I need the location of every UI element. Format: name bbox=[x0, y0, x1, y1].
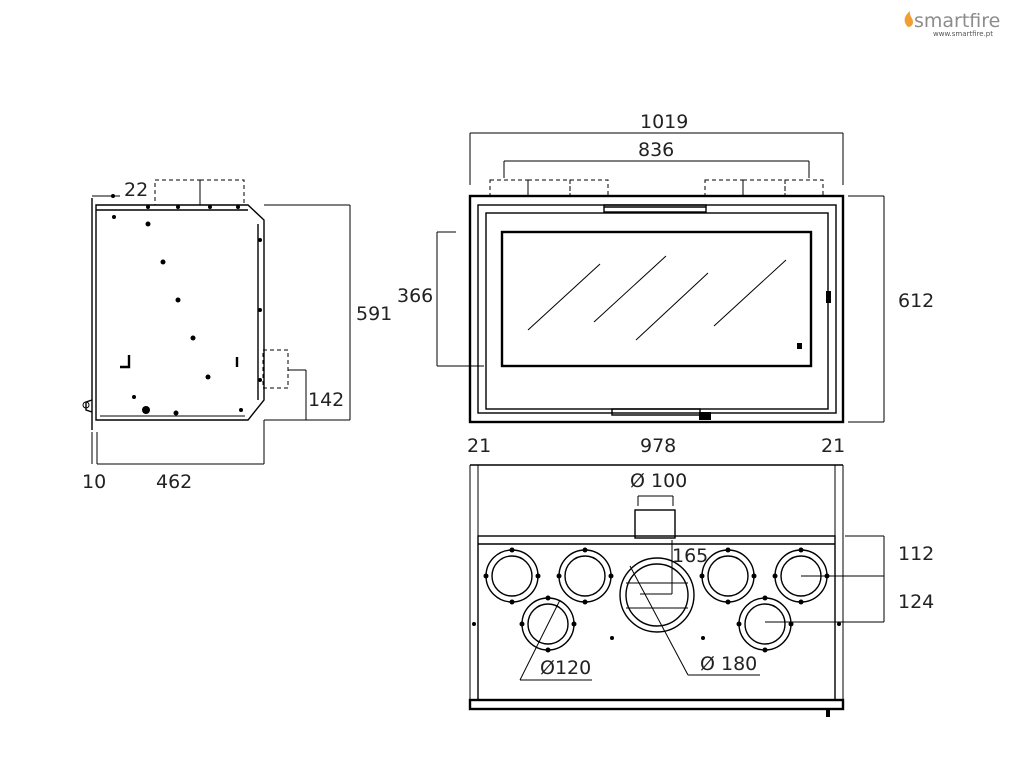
dim-front-outlet-span: 836 bbox=[638, 139, 674, 161]
small-outlets bbox=[472, 547, 841, 653]
front-collar-6 bbox=[784, 179, 824, 197]
top-body bbox=[477, 535, 836, 701]
side-body-outline bbox=[91, 198, 265, 430]
dim-top-outlet: Ø 100 bbox=[630, 470, 687, 492]
dim-top-small-outlet: Ø120 bbox=[540, 657, 591, 679]
main-flue-outlet bbox=[619, 557, 695, 633]
leader-180 bbox=[629, 565, 689, 676]
side-bracket-hole bbox=[82, 401, 90, 409]
front-collar-1 bbox=[489, 179, 529, 197]
dim-side-outlet-height: 142 bbox=[308, 389, 344, 411]
dim-front-left-margin: 21 bbox=[467, 435, 491, 457]
top-center-outlet bbox=[634, 509, 676, 539]
dim-top-depth-1: 112 bbox=[898, 543, 934, 565]
front-top-handle bbox=[603, 204, 707, 213]
dim-top-offset: 165 bbox=[672, 545, 708, 567]
top-view: Ø 100 165 Ø120 Ø 180 bbox=[468, 464, 934, 717]
side-outlet-collar-right bbox=[199, 179, 245, 206]
glass-reflection-4 bbox=[713, 259, 787, 327]
dim-front-right-margin: 21 bbox=[821, 435, 845, 457]
side-view: 22 591 142 10 462 bbox=[82, 179, 392, 493]
logo-brand-text: smartfire bbox=[914, 10, 1000, 32]
front-inner-frame bbox=[477, 204, 837, 414]
glass-reflection-2 bbox=[593, 255, 667, 323]
dim-top-depth-2: 124 bbox=[898, 591, 934, 613]
glass-reflection-1 bbox=[527, 263, 601, 331]
dim-front-overall-width: 1019 bbox=[640, 111, 688, 133]
main-flue-damper bbox=[626, 582, 688, 609]
side-bolts bbox=[111, 194, 262, 416]
front-view: 1019 836 366 612 21 978 21 bbox=[397, 111, 934, 457]
dim-side-depth: 462 bbox=[156, 471, 192, 493]
main-flue-inner bbox=[625, 563, 689, 627]
top-latch bbox=[826, 709, 830, 717]
front-collar-2 bbox=[527, 179, 571, 197]
smartfire-logo: smartfire www.smartfire.pt bbox=[904, 10, 1000, 38]
small-outlet-6 bbox=[736, 595, 794, 653]
front-air-control bbox=[699, 412, 711, 420]
dim-front-glass-height: 366 bbox=[397, 285, 433, 307]
flame-icon bbox=[904, 11, 913, 27]
small-outlet-2 bbox=[556, 547, 614, 605]
front-door-latch bbox=[826, 291, 831, 303]
dim-front-height: 612 bbox=[898, 290, 934, 312]
leader-120 bbox=[519, 599, 561, 681]
side-rear-outlet bbox=[262, 349, 289, 389]
front-bottom-bar bbox=[611, 408, 701, 416]
front-collar-3 bbox=[569, 179, 609, 197]
dim-side-height: 591 bbox=[356, 303, 392, 325]
dim-front-inner-width: 978 bbox=[640, 435, 676, 457]
small-outlet-5 bbox=[519, 595, 577, 653]
dim-side-back-offset: 10 bbox=[82, 471, 106, 493]
dim-top-main-flue: Ø 180 bbox=[700, 653, 757, 675]
front-door-frame bbox=[485, 212, 829, 410]
front-outer-frame bbox=[468, 194, 845, 424]
front-glass bbox=[500, 230, 813, 368]
front-glass-mark bbox=[797, 343, 802, 349]
dim-side-top-offset: 22 bbox=[124, 179, 148, 201]
side-bracket bbox=[85, 399, 93, 413]
side-l-bracket bbox=[120, 355, 131, 369]
main-flue-outer bbox=[619, 557, 695, 633]
side-outlet-collar-left bbox=[154, 179, 201, 206]
front-collar-5 bbox=[742, 179, 786, 197]
top-front-frame bbox=[468, 698, 845, 711]
glass-reflection-3 bbox=[635, 272, 709, 341]
logo-url-text: www.smartfire.pt bbox=[933, 30, 993, 38]
front-collar-4 bbox=[704, 179, 744, 197]
small-outlet-1 bbox=[483, 547, 541, 605]
small-outlet-3 bbox=[699, 547, 757, 605]
